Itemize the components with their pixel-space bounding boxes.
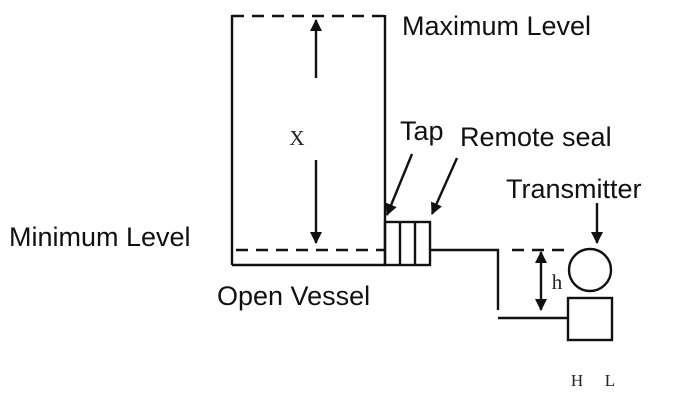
low-side-label: L xyxy=(605,371,615,390)
transmitter-body xyxy=(566,296,614,342)
remote-seal-body xyxy=(383,220,432,267)
transmitter-head xyxy=(567,247,613,293)
remote-seal-label: Remote seal xyxy=(460,122,612,152)
transmitter xyxy=(566,247,614,342)
high-side-label: H xyxy=(571,371,583,390)
remote-seal-pointer-arrow xyxy=(430,157,459,215)
minimum-level-label: Minimum Level xyxy=(9,222,191,252)
open-vessel xyxy=(230,14,387,267)
capillary-line xyxy=(430,248,500,310)
h-height-label: h xyxy=(552,270,563,294)
maximum-level-label: Maximum Level xyxy=(402,11,591,41)
transmitter-label: Transmitter xyxy=(506,174,642,204)
tap-pointer-arrow xyxy=(385,153,414,216)
remote-seal xyxy=(383,220,432,267)
x-span-label: X xyxy=(289,126,304,150)
open-vessel-label: Open Vessel xyxy=(217,281,370,311)
tap-label: Tap xyxy=(400,116,444,146)
